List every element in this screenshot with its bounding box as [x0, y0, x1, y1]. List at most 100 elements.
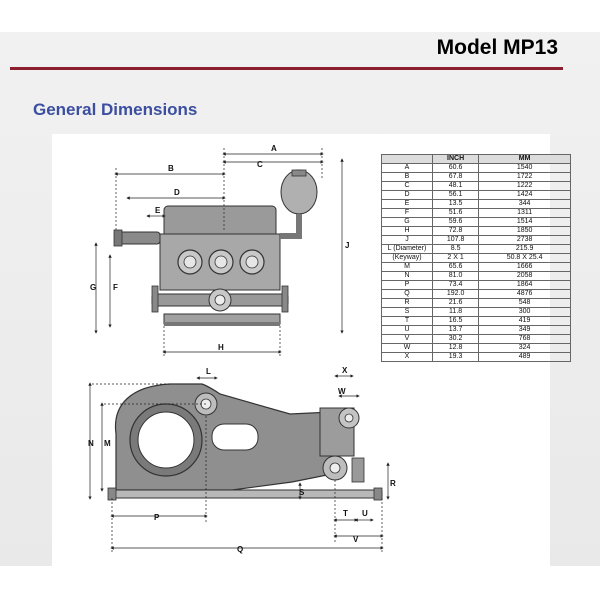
row-inch: 19.3 [431, 352, 480, 362]
row-inch: 65.6 [431, 262, 480, 272]
row-mm: 2058 [478, 271, 571, 281]
row-inch: 192.0 [431, 289, 480, 299]
section-title: General Dimensions [33, 100, 198, 119]
row-label: D [381, 190, 433, 200]
row-label: (Keyway) [381, 253, 433, 263]
dim-label-u: U [362, 509, 368, 518]
row-inch: 72.8 [431, 226, 480, 236]
table-header-inch: INCH [431, 154, 480, 164]
row-mm: 768 [478, 334, 571, 344]
side-view-pump [107, 383, 383, 501]
dim-label-v: V [353, 535, 359, 544]
row-label: J [381, 235, 433, 245]
row-inch: 107.8 [431, 235, 480, 245]
row-mm: 1540 [478, 163, 571, 173]
row-label: G [381, 217, 433, 227]
row-label: V [381, 334, 433, 344]
row-label: L (Diameter) [381, 244, 433, 254]
top-band [0, 0, 600, 32]
dim-label-d: D [174, 188, 180, 197]
dim-label-c: C [257, 160, 263, 169]
row-label: T [381, 316, 433, 326]
bottom-band [0, 566, 600, 600]
row-inch: 16.5 [431, 316, 480, 326]
table-header-mm: MM [478, 154, 571, 164]
row-mm: 419 [478, 316, 571, 326]
row-mm: 4876 [478, 289, 571, 299]
row-inch: 67.8 [431, 172, 480, 182]
row-mm: 1850 [478, 226, 571, 236]
row-label: E [381, 199, 433, 209]
row-mm: 1666 [478, 262, 571, 272]
row-mm: 489 [478, 352, 571, 362]
row-inch: 73.4 [431, 280, 480, 290]
dim-label-p: P [154, 513, 160, 522]
row-mm: 324 [478, 343, 571, 353]
row-label: C [381, 181, 433, 191]
row-mm: 300 [478, 307, 571, 317]
row-mm: 349 [478, 325, 571, 335]
row-inch: 12.8 [431, 343, 480, 353]
row-label: P [381, 280, 433, 290]
row-inch: 13.7 [431, 325, 480, 335]
row-inch: 48.1 [431, 181, 480, 191]
dimension-panel: A B C D E F G H J [52, 134, 571, 566]
row-inch: 21.6 [431, 298, 480, 308]
row-inch: 13.5 [431, 199, 480, 209]
side-view-dimensions [88, 374, 390, 554]
row-label: R [381, 298, 433, 308]
dim-label-t: T [343, 509, 348, 518]
row-mm: 1514 [478, 217, 571, 227]
row-inch: 2 X 1 [431, 253, 480, 263]
dim-label-j: J [345, 241, 349, 250]
dim-label-w: W [338, 387, 346, 396]
row-mm: 1864 [478, 280, 571, 290]
pump-drawing: A B C D E F G H J [88, 144, 396, 554]
row-mm: 50.8 X 25.4 [478, 253, 571, 263]
row-mm: 548 [478, 298, 571, 308]
row-mm: 1722 [478, 172, 571, 182]
table-header-row: INCH MM [381, 154, 571, 164]
row-label: X [381, 352, 433, 362]
front-view-dimensions [94, 148, 344, 358]
row-label: Q [381, 289, 433, 299]
row-inch: 56.1 [431, 190, 480, 200]
dim-label-q: Q [237, 545, 243, 554]
row-label: H [381, 226, 433, 236]
row-label: B [381, 172, 433, 182]
dim-label-a: A [271, 144, 277, 153]
row-label: A [381, 163, 433, 173]
front-view-pump [113, 169, 318, 326]
row-mm: 1222 [478, 181, 571, 191]
row-inch: 11.8 [431, 307, 480, 317]
row-inch: 59.6 [431, 217, 480, 227]
dim-label-g: G [90, 283, 96, 292]
row-label: M [381, 262, 433, 272]
dim-label-m: M [104, 439, 111, 448]
dim-label-b: B [168, 164, 174, 173]
row-label: S [381, 307, 433, 317]
row-label: U [381, 325, 433, 335]
dim-label-f: F [113, 283, 118, 292]
